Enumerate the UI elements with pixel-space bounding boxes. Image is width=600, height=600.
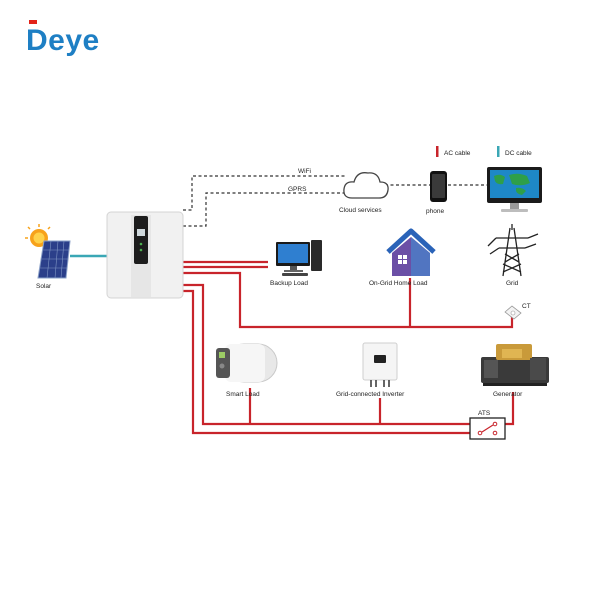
ct-label: CT — [522, 303, 531, 310]
generator-icon — [481, 344, 549, 386]
legend-ac-label: AC cable — [444, 150, 471, 157]
deye-logo: Deye — [26, 20, 100, 57]
legend-dc-swatch — [497, 146, 500, 157]
ac-grid-line — [183, 271, 514, 329]
smart-load-icon — [216, 343, 278, 383]
backup-load-label: Backup Load — [270, 280, 308, 287]
solar-panel-icon — [25, 224, 71, 279]
home-load-label: On-Grid Home Load — [369, 280, 428, 287]
grid-label: Grid — [506, 280, 519, 287]
wifi-label: WiFi — [298, 168, 311, 175]
cloud-icon — [343, 172, 389, 199]
ats-box — [469, 417, 506, 440]
logo-text: Deye — [26, 24, 100, 57]
grid-tower-icon — [487, 224, 539, 277]
backup-load-icon — [276, 240, 322, 276]
ats-label: ATS — [478, 410, 491, 417]
logo-accent — [29, 20, 37, 24]
hybrid-inverter-icon — [106, 211, 184, 299]
ac-cables — [183, 260, 515, 435]
generator-label: Generator — [493, 391, 523, 398]
legend-ac-swatch — [436, 146, 439, 157]
phone-label: phone — [426, 208, 444, 215]
ac-smart-bus — [183, 283, 478, 426]
monitor-icon — [487, 167, 542, 212]
gprs-line — [183, 192, 345, 227]
home-load-icon — [386, 228, 436, 276]
ct-icon — [504, 305, 522, 320]
legend-dc-label: DC cable — [505, 150, 532, 157]
grid-inverter-icon — [362, 342, 398, 387]
gprs-label: GPRS — [288, 186, 307, 193]
grid-inverter-label: Grid-connected Inverter — [336, 391, 405, 398]
cloud-label: Cloud services — [339, 207, 382, 214]
comm-lines — [183, 175, 487, 227]
phone-icon — [430, 171, 447, 202]
legend: AC cable DC cable — [436, 146, 532, 157]
smart-load-label: Smart Load — [226, 391, 260, 398]
ac-generator-bus — [183, 289, 478, 435]
solar-label: Solar — [36, 283, 52, 290]
